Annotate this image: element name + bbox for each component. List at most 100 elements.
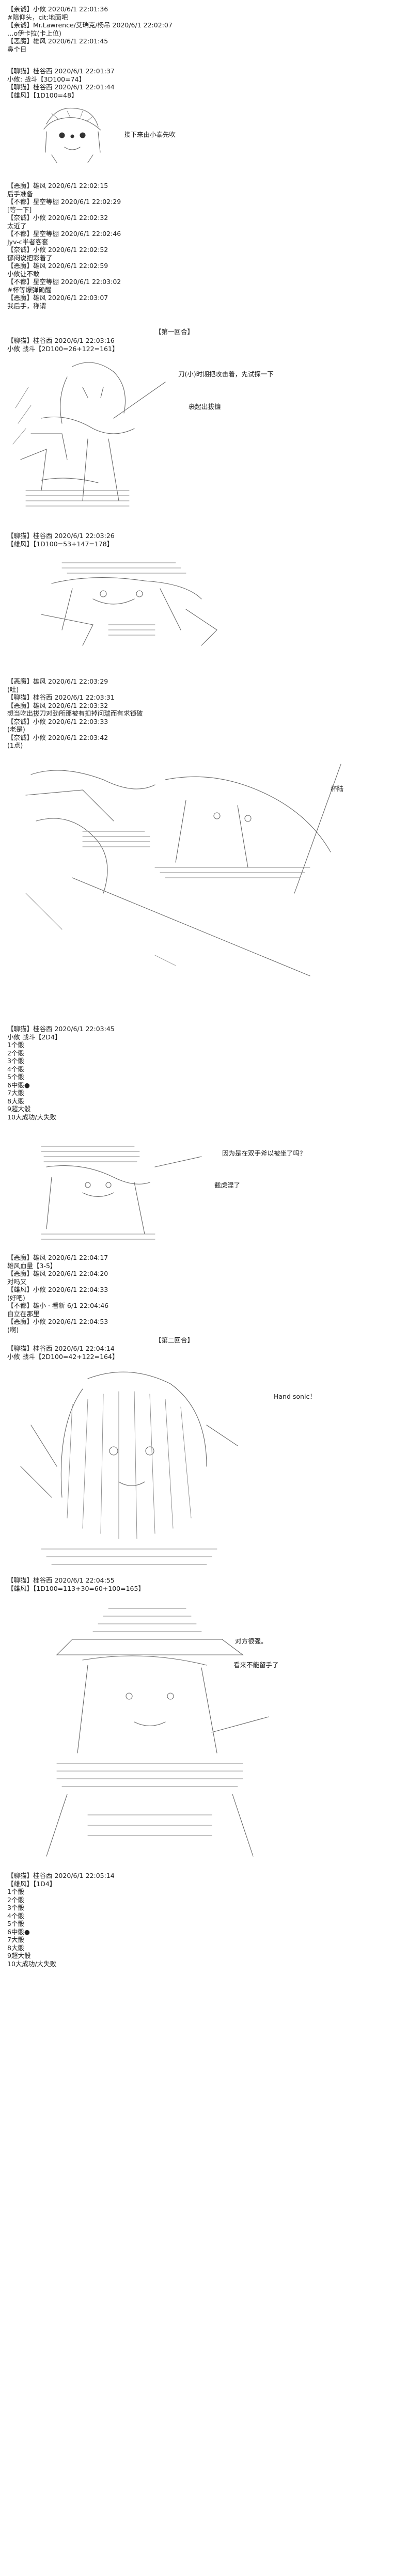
- post-line: 【聊猫】桂谷西 2020/6/1 22:04:55: [7, 1576, 115, 1584]
- post-line: (好吧): [7, 1293, 25, 1302]
- post-line: 10大成功/大失败: [7, 1113, 57, 1121]
- post-line: 【恶魔】雄风 2020/6/1 22:04:20: [7, 1270, 108, 1277]
- post-line: 郁闷说把彩着了: [7, 254, 53, 262]
- ascii-art-swordgirl: [10, 356, 176, 521]
- post-line: 白立在那里: [7, 1309, 40, 1318]
- post-line: 【聊猫】桂谷西 2020/6/1 22:04:14: [7, 1345, 115, 1352]
- post-line: (老是): [7, 725, 25, 733]
- post-line: 小攸让不敢: [7, 270, 40, 278]
- post-line: 10大成功/大失败: [7, 1959, 57, 1968]
- post-line: #杯等爆弹确醒: [7, 286, 52, 294]
- post-line: …o伊卡拉(卡上位): [7, 29, 61, 37]
- post-line: 想当吃出拔刀对劲所那被有扣掉问瑞而有求锁破: [7, 709, 143, 717]
- post-block-1: 【奈诚】小攸 2020/6/1 22:01:36#陪仰头，cit:地面吧【奈诚】…: [7, 5, 400, 53]
- post-line: 【聊猫】桂谷西 2020/6/1 22:03:31: [7, 693, 115, 701]
- speech-text: 接下来由小泰先吹: [124, 131, 176, 138]
- post-line: 【聊猫】桂谷西 2020/6/1 22:05:14: [7, 1872, 115, 1879]
- post-line: (吐): [7, 685, 19, 693]
- post-line: 4个骰: [7, 1911, 24, 1920]
- post-line: 4个骰: [7, 1065, 24, 1073]
- post-line: 【恶魔】雄风 2020/6/1 22:02:59: [7, 262, 108, 270]
- post-line: 2个骰: [7, 1049, 24, 1057]
- post-line: (啊): [7, 1325, 19, 1334]
- post-line: 【雄风】【1D100=53+147=178】: [7, 540, 114, 548]
- post-line: 6中骰●: [7, 1081, 30, 1089]
- post-line: 9超大骰: [7, 1952, 31, 1959]
- post-block-6: 【恶魔】雄风 2020/6/1 22:03:29(吐)【聊猫】桂谷西 2020/…: [7, 677, 400, 750]
- post-line: 【雄风】小攸 2020/6/1 22:04:33: [7, 1286, 108, 1293]
- post-line: 【恶魔】雄风 2020/6/1 22:04:17: [7, 1254, 108, 1261]
- post-line: 小攸 战斗【2D100=42+122=164】: [7, 1352, 119, 1361]
- post-line: 9超大骰: [7, 1105, 31, 1113]
- post-line: 【不都】雄小 · 看新 6/1 22:04:46: [7, 1302, 109, 1309]
- post-line: 小攸: 战斗【3D100=74】: [7, 75, 86, 83]
- post-line: 【雄风】【1D100=113+30=60+100=165】: [7, 1584, 145, 1592]
- post-line: 【奈诚】小攸 2020/6/1 22:01:36: [7, 5, 108, 13]
- speech-text: 杯陆: [331, 785, 344, 793]
- speech-text-1: 刀(小)时期把攻击着，先试探一下: [178, 370, 274, 378]
- speech-text: Hand sonic！: [274, 1393, 316, 1400]
- post-line: 【奈诚】小攸 2020/6/1 22:03:33: [7, 717, 108, 725]
- post-line: 【聊猫】桂谷西 2020/6/1 22:03:45: [7, 1025, 115, 1033]
- post-block-10: 【聊猫】桂谷西 2020/6/1 22:04:55【雄风】【1D100=113+…: [7, 1576, 400, 1592]
- post-line: 【聊猫】桂谷西 2020/6/1 22:01:37: [7, 67, 115, 75]
- post-line: #陪仰头，cit:地面吧: [7, 13, 68, 21]
- ascii-art-girl-face: [36, 103, 108, 165]
- post-line: 小攸 战斗【2D4】: [7, 1033, 61, 1041]
- post-line: 3个骰: [7, 1904, 24, 1911]
- ascii-art-slash-scene: [21, 759, 393, 981]
- post-block-5: 【聊猫】桂谷西 2020/6/1 22:03:26【雄风】【1D100=53+1…: [7, 532, 400, 548]
- post-line: 8大骰: [7, 1943, 24, 1952]
- post-line: 【聊猫】桂谷西 2020/6/1 22:03:26: [7, 532, 115, 540]
- post-line: 【恶魔】雄风 2020/6/1 22:03:32: [7, 701, 108, 709]
- ascii-art-figure: [31, 1136, 217, 1244]
- post-line: 5个骰: [7, 1920, 24, 1927]
- speech-text-2: 裹起出拔镰: [189, 403, 221, 410]
- post-line: 【奈诚】Mr.Lawrence/艾瑞克/杨吊 2020/6/1 22:02:07: [7, 21, 173, 29]
- post-line: 【恶魔】雄风 2020/6/1 22:02:15: [7, 182, 108, 189]
- post-line: (1点): [7, 741, 23, 749]
- ascii-art-hat-character: [26, 1598, 284, 1861]
- ascii-art-warrior: [31, 552, 227, 651]
- post-line: 对吗又: [7, 1277, 27, 1286]
- post-line: 雄风血量【3-5】: [7, 1261, 57, 1270]
- post-line: 【不都】星空等棚 2020/6/1 22:02:29: [7, 198, 121, 206]
- post-line: 【奈诚】小攸 2020/6/1 22:02:32: [7, 214, 108, 222]
- speech-text-2: 截虎涅了: [214, 1181, 241, 1189]
- post-line: 我后手，称谓: [7, 302, 46, 310]
- post-line: 1个骰: [7, 1888, 24, 1895]
- post-line: 太近了: [7, 222, 27, 230]
- post-line: 【雄风】【1D100=48】: [7, 91, 78, 99]
- post-line: 【恶魔】雄风 2020/6/1 22:03:29: [7, 677, 108, 685]
- post-line: 7大骰: [7, 1089, 24, 1097]
- post-line: 小攸 战斗【2D100=26+122=161】: [7, 344, 119, 353]
- post-line: 【恶魔】雄风 2020/6/1 22:01:45: [7, 37, 108, 45]
- post-line: 【恶魔】雄风 2020/6/1 22:03:07: [7, 294, 108, 302]
- speech-text-1: 对方很强。: [235, 1637, 268, 1645]
- ascii-art-longhair-girl: [10, 1363, 248, 1580]
- post-line: 3个骰: [7, 1057, 24, 1065]
- post-line: 【不都】星空等棚 2020/6/1 22:03:02: [7, 278, 121, 286]
- post-line: Jyv-c半者客套: [7, 238, 49, 246]
- post-line: 【奈诚】小攸 2020/6/1 22:02:52: [7, 246, 108, 254]
- post-line: 7大骰: [7, 1936, 24, 1943]
- post-line: 5个骰: [7, 1073, 24, 1081]
- post-line: 鼻个日: [7, 45, 27, 53]
- post-line: 【恶魔】小攸 2020/6/1 22:04:53: [7, 1318, 108, 1325]
- post-line: 【奈诚】小攸 2020/6/1 22:03:42: [7, 733, 108, 741]
- post-line: [等一下]: [7, 206, 32, 214]
- post-line: 2个骰: [7, 1895, 24, 1904]
- speech-text-2: 看来不能留手了: [233, 1661, 279, 1669]
- post-line: 后手准备: [7, 189, 34, 198]
- round-title: 【第二回合】: [155, 1336, 194, 1344]
- speech-text-1: 因为是在双手斧以被坐了吗？: [222, 1149, 306, 1157]
- post-line: 6中骰●: [7, 1927, 30, 1936]
